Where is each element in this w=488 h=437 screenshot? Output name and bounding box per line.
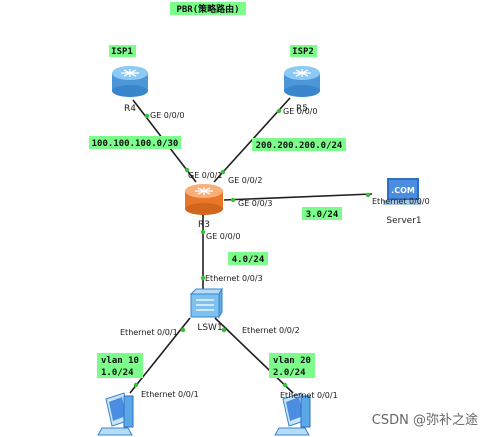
router-icon bbox=[284, 66, 320, 97]
port-label-r5-g000: GE 0/0/0 bbox=[283, 107, 317, 116]
vlan10-line1: vlan 10 bbox=[101, 356, 139, 366]
server-1[interactable]: .COM Server1 bbox=[383, 178, 422, 226]
device-label-lsw1: LSW1 bbox=[197, 323, 222, 333]
port-dots bbox=[133, 108, 371, 388]
pc-2[interactable] bbox=[274, 392, 311, 436]
port-dot-pc2 bbox=[282, 382, 288, 388]
port-label-pc2-e001: Ethernet 0/0/1 bbox=[280, 391, 338, 400]
port-label-server-e000: Ethernet 0/0/0 bbox=[372, 197, 430, 206]
port-label-sw-e003: Ethernet 0/0/3 bbox=[205, 274, 263, 283]
port-dot-r5 bbox=[276, 108, 282, 114]
net-sw-highlight bbox=[228, 252, 268, 265]
net-sw-tag: 4.0/24 bbox=[232, 255, 265, 265]
port-dot-r3-g002 bbox=[220, 169, 226, 175]
isp2-highlight bbox=[290, 45, 317, 57]
port-label-r4-g000: GE 0/0/0 bbox=[150, 111, 184, 120]
vlan20-line1: vlan 20 bbox=[273, 356, 311, 366]
port-dot-server bbox=[365, 192, 371, 198]
device-label-r5: R5 bbox=[296, 104, 308, 114]
port-dot-r4 bbox=[144, 113, 150, 119]
port-label-r3-g001: GE 0/0/1 bbox=[188, 171, 222, 180]
router-r5[interactable]: R5 bbox=[284, 66, 320, 114]
net-r5-highlight bbox=[252, 138, 346, 151]
net-r5-tag: 200.200.200.0/24 bbox=[256, 141, 343, 151]
port-label-r3-g000: GE 0/0/0 bbox=[206, 232, 240, 241]
port-label-r3-g003: GE 0/0/3 bbox=[238, 199, 272, 208]
router-icon bbox=[112, 66, 148, 97]
server-badge: .COM bbox=[391, 186, 415, 195]
vlan20-highlight bbox=[269, 353, 315, 378]
link-switch-pc2 bbox=[214, 317, 294, 394]
net-r4-highlight bbox=[89, 136, 181, 149]
title-highlight bbox=[170, 2, 246, 15]
port-dot-sw-e002 bbox=[221, 327, 227, 333]
port-dot-r3-g000 bbox=[200, 229, 206, 235]
port-label-r3-g002: GE 0/0/2 bbox=[228, 176, 262, 185]
net-r4-tag: 100.100.100.0/30 bbox=[92, 139, 179, 149]
link-r3-server bbox=[223, 193, 373, 201]
vlan20-line2: 2.0/24 bbox=[273, 368, 306, 378]
page-title: PBR(策略路由) bbox=[176, 3, 239, 15]
router-icon bbox=[185, 184, 223, 215]
vlan10-highlight bbox=[97, 353, 143, 378]
net-server-tag: 3.0/24 bbox=[306, 210, 339, 220]
port-dot-sw-e003 bbox=[200, 275, 206, 281]
switch-icon bbox=[189, 287, 223, 319]
port-label-pc1-e001: Ethernet 0/0/1 bbox=[141, 390, 199, 399]
isp1-tag: ISP1 bbox=[111, 47, 133, 57]
port-dot-r3-g001 bbox=[184, 167, 190, 173]
watermark: CSDN @弥补之途 bbox=[372, 412, 478, 428]
vlan10-line2: 1.0/24 bbox=[101, 368, 134, 378]
net-server-highlight bbox=[302, 207, 342, 220]
device-label-r3: R3 bbox=[198, 220, 210, 230]
server-icon bbox=[383, 178, 421, 205]
port-label-sw-e002: Ethernet 0/0/2 bbox=[242, 326, 300, 335]
isp1-highlight bbox=[109, 45, 136, 57]
pc-icon bbox=[274, 392, 311, 436]
pc-icon bbox=[97, 392, 134, 436]
router-r3[interactable]: R3 bbox=[185, 184, 223, 230]
port-label-sw-e001: Ethernet 0/0/1 bbox=[120, 328, 178, 337]
isp2-tag: ISP2 bbox=[292, 47, 314, 57]
link-switch-pc1 bbox=[129, 317, 191, 394]
port-dot-sw-e001 bbox=[180, 327, 186, 333]
pc-1[interactable] bbox=[97, 392, 134, 436]
device-label-r4: R4 bbox=[124, 104, 136, 114]
switch-lsw1[interactable]: LSW1 bbox=[189, 287, 223, 333]
port-dot-pc1 bbox=[133, 382, 139, 388]
port-dot-r3-g003 bbox=[230, 197, 236, 203]
device-label-server1: Server1 bbox=[386, 216, 421, 226]
router-r4[interactable]: R4 bbox=[112, 66, 148, 114]
